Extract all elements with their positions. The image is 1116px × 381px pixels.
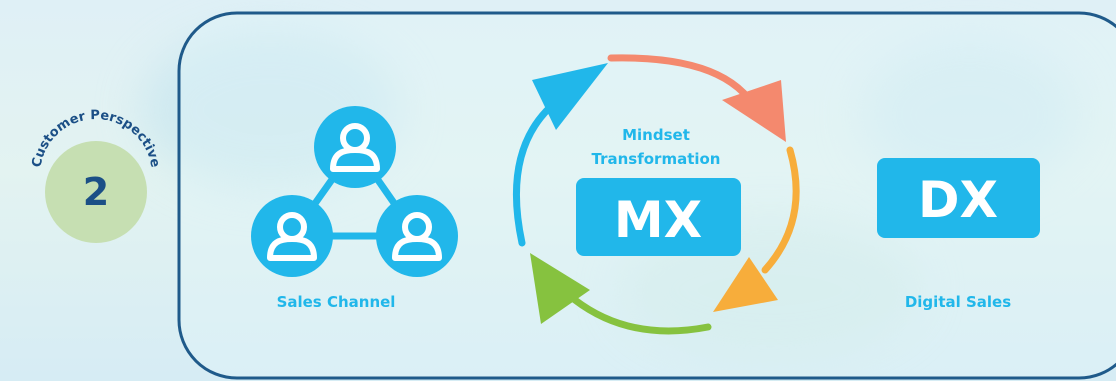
sales-channel-label: Sales Channel [277, 293, 396, 311]
arrowhead-green [530, 253, 590, 324]
badge-number: 2 [83, 170, 109, 214]
arrowhead-salmon [722, 80, 786, 142]
digital-sales-label: Digital Sales [905, 293, 1011, 311]
arrowhead-cyan [532, 63, 608, 130]
digital-sales-block: DX Digital Sales [877, 158, 1040, 311]
mindset-line2: Transformation [592, 150, 721, 168]
dx-label: DX [918, 171, 998, 229]
arrowhead-orange [713, 257, 778, 312]
badge-circle [45, 141, 147, 243]
transformation-cycle: Mindset Transformation MX [513, 54, 800, 335]
mx-box [576, 178, 741, 256]
person-icon [314, 106, 396, 188]
mx-label: MX [614, 191, 702, 249]
mindset-line1: Mindset [622, 126, 690, 144]
dx-box [877, 158, 1040, 238]
cycle-arrow-icon [571, 296, 712, 335]
person-icon [376, 195, 458, 277]
cycle-arrow-icon [761, 146, 800, 274]
customer-perspective-badge: Customer Perspective 2 [29, 108, 163, 243]
person-icon [251, 195, 333, 277]
sales-channel-network: Sales Channel [251, 106, 458, 311]
